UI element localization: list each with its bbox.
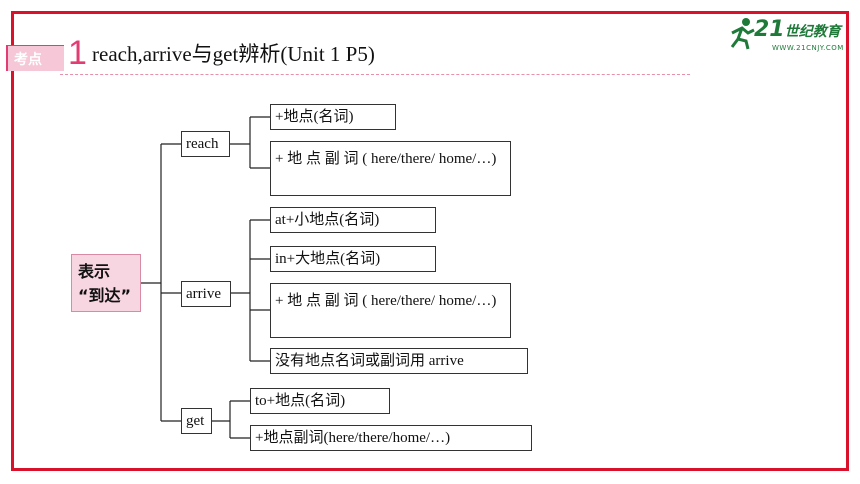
arrive-item-no-place: 没有地点名词或副词用 arrive (270, 348, 528, 374)
brand-logo: 21世纪教育 WWW.21CNJY.COM (728, 17, 848, 57)
root-line1: 表示 (78, 262, 111, 281)
arrive-item-in: in+大地点(名词) (270, 246, 436, 272)
reach-item-place-noun: +地点(名词) (270, 104, 396, 130)
get-item-place-adverb: +地点副词(here/there/home/…) (250, 425, 532, 451)
badge-label: 考点 (14, 51, 42, 68)
title-divider (60, 74, 690, 75)
logo-url: WWW.21CNJY.COM (772, 44, 844, 52)
page-title: reach,arrive与get辨析(Unit 1 P5) (92, 42, 375, 66)
slide-frame (11, 11, 849, 471)
logo-name: 21世纪教育 (754, 17, 841, 42)
badge-number: 1 (68, 34, 87, 72)
runner-icon (730, 18, 755, 50)
get-item-to: to+地点(名词) (250, 388, 390, 414)
node-get: get (181, 408, 212, 434)
node-reach: reach (181, 131, 230, 157)
kaodian-badge: 考点 (6, 45, 64, 71)
root-node: 表示 “到达” (71, 254, 141, 312)
reach-item-place-adverb: + 地 点 副 词 ( here/there/ home/…) (270, 141, 511, 196)
arrive-item-at: at+小地点(名词) (270, 207, 436, 233)
root-line2: “到达” (78, 286, 132, 305)
arrive-item-place-adverb: + 地 点 副 词 ( here/there/ home/…) (270, 283, 511, 338)
node-arrive: arrive (181, 281, 231, 307)
